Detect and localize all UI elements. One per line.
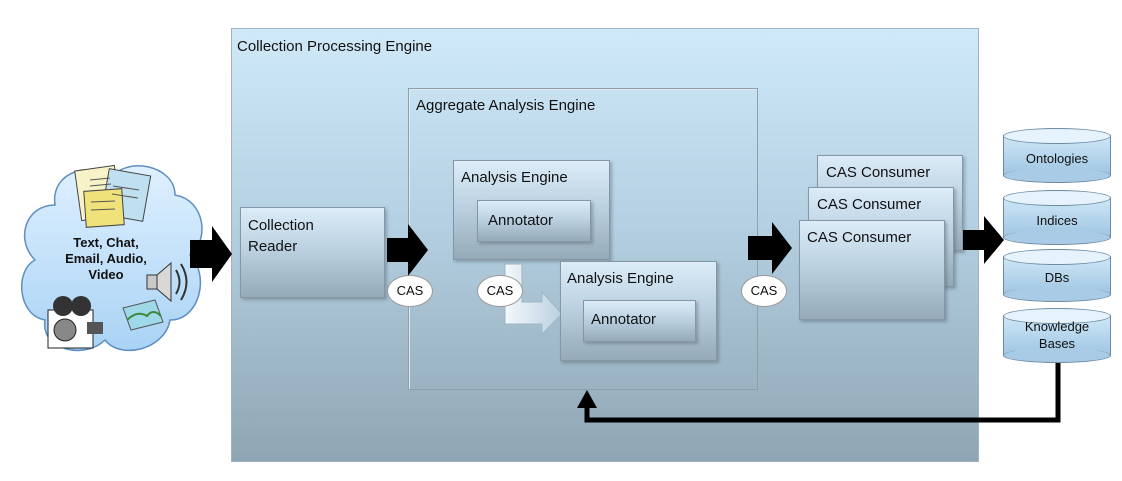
collection-reader-box — [240, 207, 385, 298]
aggregate-title: Aggregate Analysis Engine — [416, 97, 596, 114]
dbs-cylinder: DBs — [1003, 249, 1111, 302]
cas-ellipse-3: CAS — [741, 275, 787, 307]
indices-label: Indices — [1036, 213, 1078, 228]
analysis-engine-2-label: Analysis Engine — [567, 270, 674, 287]
aggregate-to-consumer-arrow — [748, 222, 792, 274]
cas-consumer-1 — [799, 220, 945, 320]
feedback-arrow — [584, 345, 1061, 423]
video-camera-icon — [47, 296, 103, 349]
ontologies-cylinder: Ontologies — [1003, 128, 1111, 183]
annotator-1-label: Annotator — [488, 212, 554, 229]
collection-reader-label: Collection Reader — [248, 217, 314, 255]
feedback-arrowhead — [577, 390, 597, 408]
cas-ellipse-1: CAS — [387, 275, 433, 307]
cas-ellipse-2: CAS — [477, 275, 523, 307]
source-cloud — [21, 164, 203, 352]
cas-consumer-2-label: CAS Consumer — [817, 196, 922, 213]
ontologies-label: Ontologies — [1025, 151, 1089, 166]
documents-icon — [74, 164, 152, 228]
analysis-engine-1-label: Analysis Engine — [461, 169, 568, 186]
speaker-icon — [146, 261, 188, 303]
indices-cylinder: Indices — [1003, 190, 1111, 245]
dbs-label: DBs — [1044, 270, 1070, 285]
cas-consumer-3-label: CAS Consumer — [826, 164, 931, 181]
knowledge-bases-label: Knowledge Bases — [1024, 319, 1090, 351]
input-arrow — [190, 226, 232, 282]
picture-icon — [122, 299, 164, 331]
cpe-title: Collection Processing Engine — [237, 38, 433, 55]
knowledge-bases-cylinder: Knowledge Bases — [1003, 308, 1111, 363]
annotator-2-label: Annotator — [591, 311, 657, 328]
reader-to-aggregate-arrow — [387, 224, 428, 276]
annotator-1 — [477, 200, 591, 242]
consumer-to-stores-arrow — [963, 216, 1004, 264]
cas-consumer-1-label: CAS Consumer — [807, 229, 912, 246]
annotator-2 — [583, 300, 696, 342]
source-label: Text, Chat, Email, Audio, Video — [65, 235, 147, 282]
